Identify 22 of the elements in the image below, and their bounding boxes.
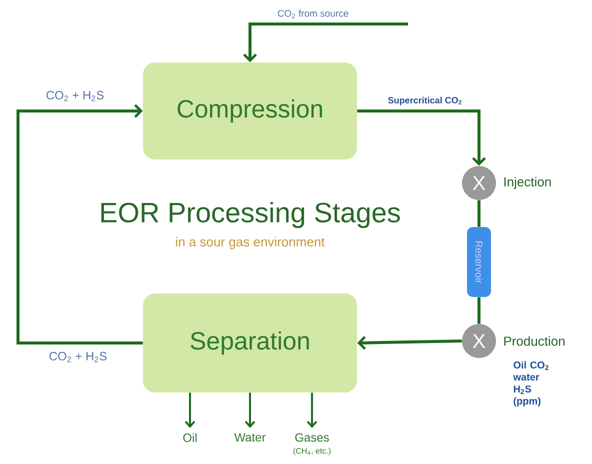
- output-label: Gases (CH$_{4}$, etc.): [293, 433, 331, 456]
- edge-label: CO$_{2}$ from source: [276, 8, 350, 20]
- arrow: [184, 392, 196, 428]
- stage-label: Injection: [504, 176, 551, 190]
- arrow: [244, 392, 256, 428]
- arrow: [306, 392, 318, 428]
- flow-label: CO$_{2}$ + H$_{2}$S: [50, 352, 107, 362]
- reservoir-box: Reservoir: [467, 227, 491, 297]
- arrow: [16, 104, 143, 344]
- edge-label: CO$_{2}$ + H$_{2}$S: [44, 90, 106, 102]
- arrow: [357, 336, 462, 350]
- title: EOR Processing Stages: [101, 202, 400, 228]
- edge-label: Supercritical CO$_{2}$: [386, 96, 464, 106]
- arrow: [243, 22, 408, 62]
- subtitle: in a sour gas environment: [176, 236, 325, 250]
- stage-label: Production: [504, 336, 564, 346]
- arrow: [357, 110, 486, 166]
- process-box: Compression: [143, 62, 357, 160]
- process-box: Separation: [143, 294, 357, 392]
- product-list: Oil CO$_{2}$ water H$_{2}$S (ppm): [513, 361, 548, 407]
- output-label: Water: [234, 433, 266, 442]
- output-label: Oil: [183, 433, 197, 442]
